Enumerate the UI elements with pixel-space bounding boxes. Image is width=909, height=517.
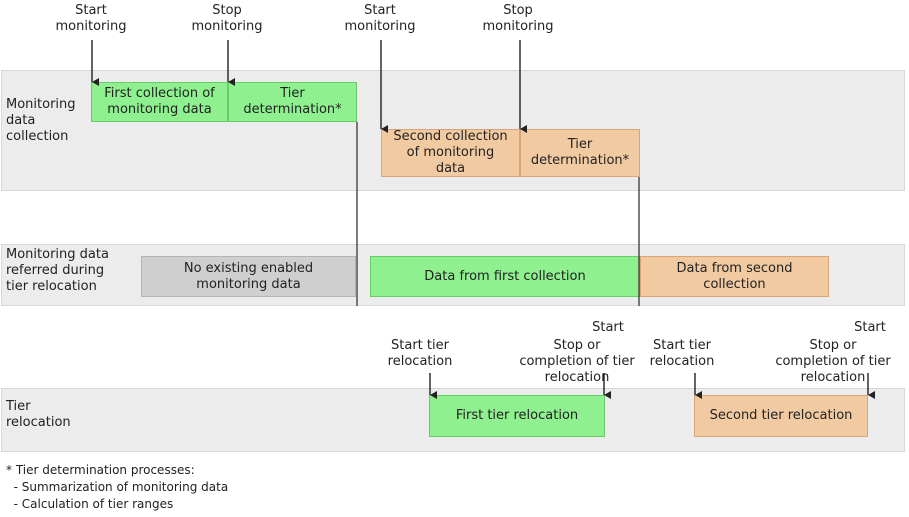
annotation-start-mid: Start [592, 320, 624, 335]
box-first-tier-relocation: First tier relocation [429, 395, 605, 437]
annotation-start-tier-relocation-2: Start tier relocation [649, 338, 715, 369]
box-data-second-collection: Data from second collection [640, 256, 829, 297]
annotation-start-monitoring-2: Start monitoring [344, 3, 416, 34]
box-second-collection: Second collection of monitoring data [381, 129, 520, 177]
footnote-item-summarization: - Summarization of monitoring data [6, 480, 229, 494]
box-data-first-collection: Data from first collection [370, 256, 640, 297]
footnote-title: * Tier determination processes: [6, 463, 195, 477]
annotation-start-tier-relocation-1: Start tier relocation [387, 338, 453, 369]
box-tier-determination-1: Tier determination* [228, 82, 357, 122]
box-second-tier-relocation: Second tier relocation [694, 395, 868, 437]
box-no-existing-data: No existing enabled monitoring data [141, 256, 356, 297]
lane-label-monitoring: Monitoring data collection [6, 97, 76, 144]
annotation-stop-completion-1: Stop or completion of tier relocation [519, 338, 635, 385]
footnote-item-calculation: - Calculation of tier ranges [6, 497, 174, 511]
annotation-start-monitoring-1: Start monitoring [55, 3, 127, 34]
annotation-stop-monitoring-2: Stop monitoring [482, 3, 554, 34]
lane-label-referred: Monitoring data referred during tier rel… [6, 247, 109, 294]
box-first-collection: First collection of monitoring data [91, 82, 228, 122]
annotation-start-right: Start [854, 320, 886, 335]
annotation-stop-monitoring-1: Stop monitoring [191, 3, 263, 34]
annotation-stop-completion-2: Stop or completion of tier relocation [775, 338, 891, 385]
lane-label-relocation: Tier relocation [6, 399, 71, 430]
box-tier-determination-2: Tier determination* [520, 129, 640, 177]
